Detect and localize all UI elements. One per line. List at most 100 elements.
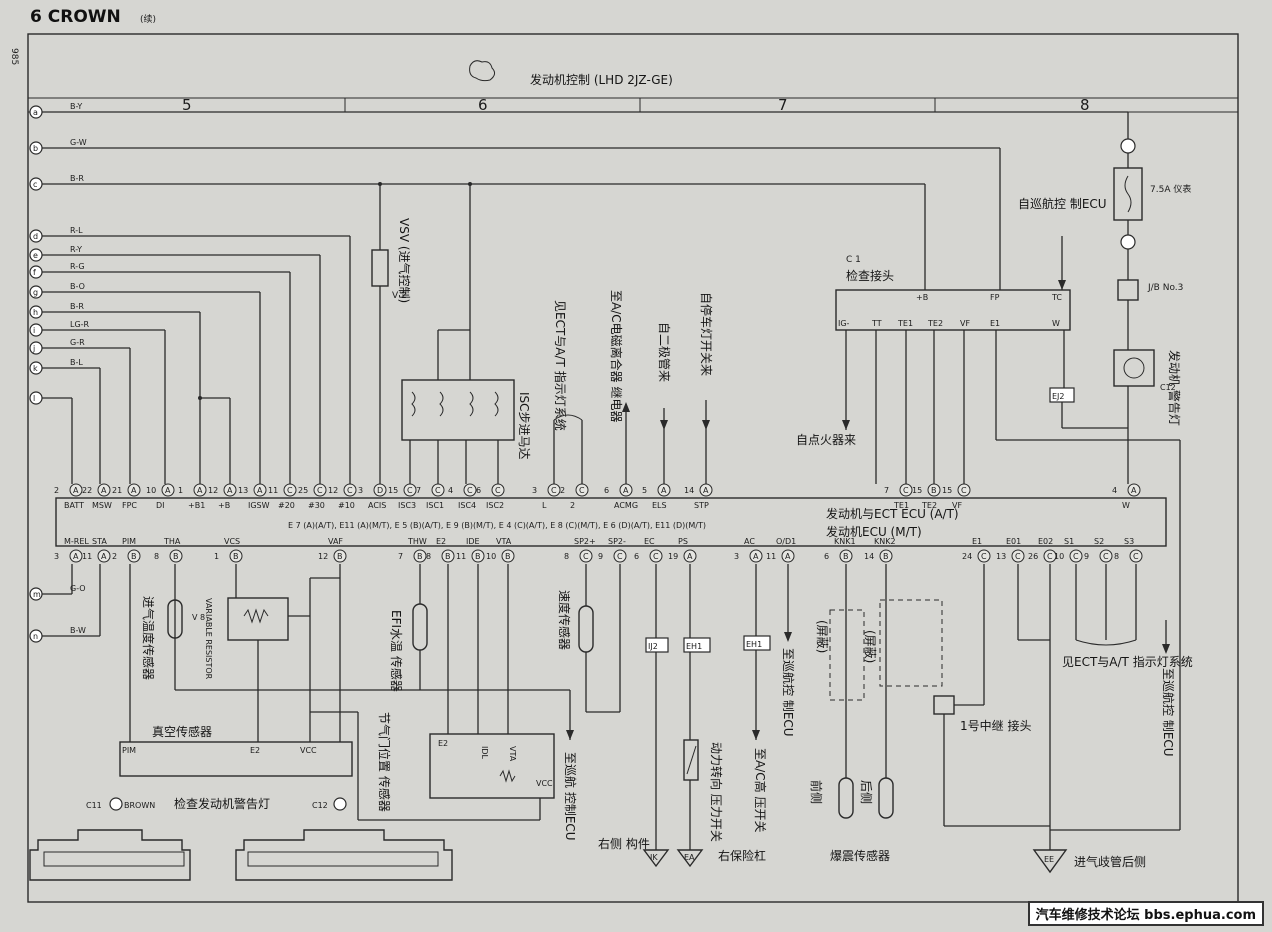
ecu-top-pin-number: 14: [684, 486, 694, 495]
ecu-connector-list: E 7 (A)(A/T), E11 (A)(M/T), E 5 (B)(A/T)…: [288, 521, 706, 530]
ecu-bottom-pin-number: 6: [634, 552, 639, 561]
ecu-bottom-pin-name: VAF: [328, 537, 343, 546]
ej2-label: EJ2: [1052, 392, 1065, 401]
ecu-top-pin-connector: [69, 483, 83, 497]
ecu-bottom-pin-connector-letter: B: [843, 552, 849, 561]
diode-ref: 自二极管来: [657, 322, 672, 382]
ecu-top-pin-connector: [547, 483, 561, 497]
bus-terminal-letter-e: e: [33, 251, 38, 260]
bus-terminal-letter-k: k: [33, 364, 38, 373]
ecu-top-pin-number: 15: [912, 486, 922, 495]
ecu-top-pin-name: MSW: [92, 501, 112, 510]
ecu-bottom-pin-connector: [1043, 549, 1057, 563]
ecu-top-pin-connector-letter: C: [287, 486, 293, 495]
bus-terminal-f: [29, 265, 43, 279]
ecu-top-pin-connector-letter: C: [347, 486, 353, 495]
bus-terminal-j: [29, 341, 43, 355]
ecu-bottom-pin-connector: [69, 549, 83, 563]
ecu-top-pin-connector: [193, 483, 207, 497]
ecu-bottom-pin-connector-letter: A: [687, 552, 693, 561]
ecu-top-pin-15: C3L: [532, 483, 561, 510]
eh1-b-label: EH1: [746, 640, 762, 649]
ecu-top-pin-number: 11: [268, 486, 278, 495]
ecu-bottom-pin-number: 14: [864, 552, 874, 561]
ecu-top-pin-name: ACMG: [614, 501, 638, 510]
vr-ref: V 8: [192, 613, 205, 622]
ecu-top-pin-connector-letter: A: [227, 486, 233, 495]
ecu-bottom-pin-name: E01: [1006, 537, 1021, 546]
ecu-top-pin-name: TE1: [893, 501, 909, 510]
bus-line-f: fR-G: [29, 262, 290, 279]
ecu-bottom-pin-connector: [333, 549, 347, 563]
check-conn-ref: C 1: [846, 255, 861, 265]
cc-pin-vf: VF: [960, 319, 970, 328]
bus-line-b: bG-W: [29, 138, 1000, 155]
ecu-bottom-pin-connector: [127, 549, 141, 563]
ecu-top-pin-connector-letter: C: [903, 486, 909, 495]
ecu-top-pin-connector-letter: A: [661, 486, 667, 495]
variable-resistor: [227, 597, 289, 641]
bus-terminal-letter-m: m: [33, 590, 41, 599]
connector-c12-face: [235, 829, 453, 881]
ecu-top-pin-name: L: [542, 501, 547, 510]
bus-line-m: mG-O: [29, 584, 86, 601]
ecu-bottom-pin-connector-letter: C: [617, 552, 623, 561]
terminal-1j: [1120, 234, 1136, 250]
ecu-bottom-pin-connector-letter: B: [233, 552, 239, 561]
ground-ee: [1032, 849, 1068, 874]
ecu-top-pin-name: #30: [308, 501, 325, 510]
ac-relay-ref: 至A/C电磁离合器 继电器: [609, 290, 624, 422]
shield-2: [879, 599, 943, 687]
ecu-bottom-pin-connector-letter: C: [583, 552, 589, 561]
ecu-bottom-pin-number: 9: [1084, 552, 1089, 561]
column-5: 5: [182, 96, 192, 114]
bus-terminal-l: [29, 391, 43, 405]
ecu-top-pin-connector: [927, 483, 941, 497]
ecu-top-pin-connector: [657, 483, 671, 497]
ecu-bottom-pin-connector-letter: B: [173, 552, 179, 561]
ground-ik-label: IK: [650, 853, 658, 862]
right-bumper-label: 右保险杠: [718, 848, 766, 863]
ecu-bottom-pin-connector: [781, 549, 795, 563]
ecu-top-pin-connector: [575, 483, 589, 497]
ecu-top-pin-number: 12: [328, 486, 338, 495]
junction-label: 1号中继 接头: [960, 718, 1031, 733]
ect-indicator-ref: 见ECT与A/T 指示灯系统: [553, 300, 568, 431]
ground-ea: [676, 849, 704, 868]
ecu-top-pin-number: 1: [178, 486, 183, 495]
ecu-bottom-pin-connector: [501, 549, 515, 563]
ecu-bottom-pin-connector: [839, 549, 853, 563]
shield-1: [829, 609, 865, 701]
ecu-bottom-pin-number: 26: [1028, 552, 1038, 561]
ecu-top-pin-name: #10: [338, 501, 355, 510]
bus-line-l: l: [29, 391, 72, 405]
cc-pin-tt: TT: [871, 319, 882, 328]
ecu-bottom-pin-number: 3: [734, 552, 739, 561]
ecu-top-pin-connector: [619, 483, 633, 497]
shield-1-label: (屏蔽): [815, 620, 829, 653]
ground-ee-label: EE: [1044, 855, 1054, 864]
page-frame: [27, 33, 1239, 903]
ecu-top-pin-connector: [491, 483, 505, 497]
ecu-bottom-pin-number: 8: [154, 552, 159, 561]
ps-label: 动力转向 压力开关: [709, 742, 724, 842]
ecu-bottom-pin-connector-letter: B: [337, 552, 343, 561]
ecu-top-pin-number: 13: [238, 486, 248, 495]
front-label: 前侧: [809, 780, 824, 804]
bus-terminal-d: [29, 229, 43, 243]
ecu-top-pin-connector: [223, 483, 237, 497]
cc-pin-tc: TC: [1051, 293, 1062, 302]
ecu-bottom-pin-connector-letter: B: [505, 552, 511, 561]
